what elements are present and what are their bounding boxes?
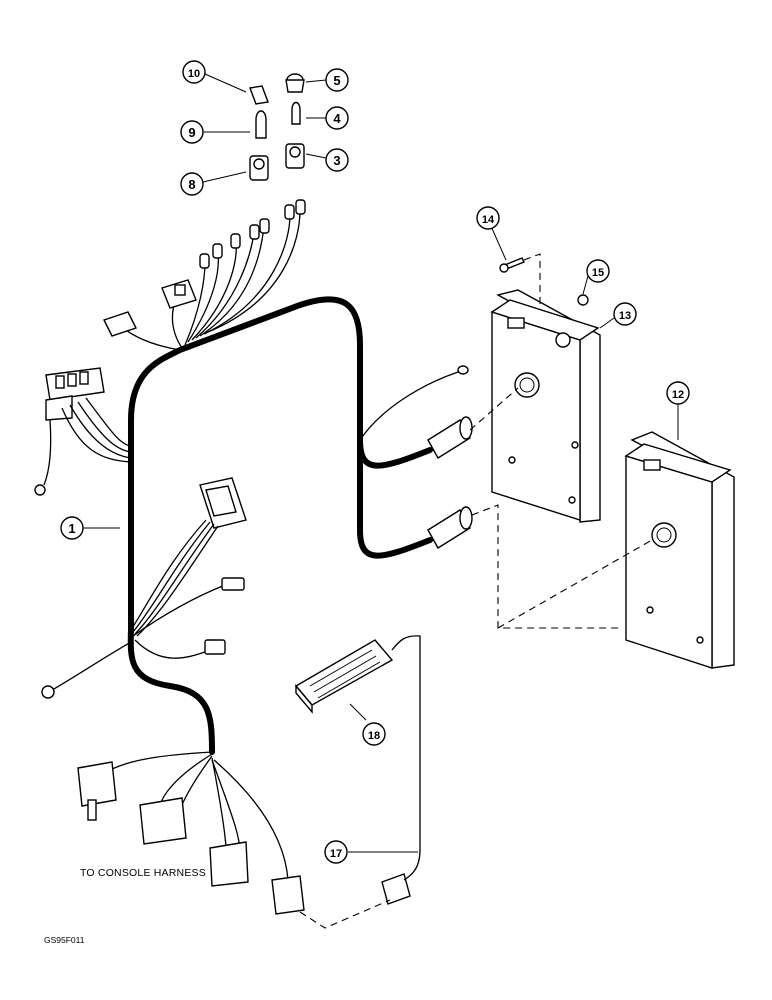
callout-9: 9 xyxy=(180,120,204,144)
branch-connectors xyxy=(41,577,245,699)
callout-14-number: 14 xyxy=(482,214,495,226)
mid-connector-block xyxy=(130,477,247,637)
control-module-13 xyxy=(490,289,601,523)
callout-13-number: 13 xyxy=(619,310,631,322)
callout-13: 13 xyxy=(613,302,637,326)
callout-3-number: 3 xyxy=(333,153,340,168)
callout-1-number: 1 xyxy=(68,521,75,536)
module-plug-upper xyxy=(359,365,519,459)
callout-8: 8 xyxy=(180,172,204,196)
screw-14 xyxy=(499,253,541,305)
callout-4-number: 4 xyxy=(333,111,341,126)
callout-10: 10 xyxy=(182,60,206,84)
callout-10-number: 10 xyxy=(188,68,200,80)
main-harness-lower-branch xyxy=(357,437,433,559)
nut-15 xyxy=(577,294,589,306)
callout-18-number: 18 xyxy=(368,730,380,742)
callout-3: 3 xyxy=(325,148,349,172)
lower-connector-fan xyxy=(77,751,305,915)
callout-18: 18 xyxy=(362,722,386,746)
callout-4: 4 xyxy=(325,106,349,130)
wire-terminals xyxy=(199,199,306,269)
callout-17-number: 17 xyxy=(330,848,342,860)
callout-17: 17 xyxy=(324,840,348,864)
callout-9-number: 9 xyxy=(188,125,195,140)
callout-12-number: 12 xyxy=(672,389,684,401)
callout-1: 1 xyxy=(60,516,84,540)
control-module-12 xyxy=(497,431,735,669)
upper-plug-connector xyxy=(161,279,197,309)
left-plug-connector xyxy=(103,311,137,337)
small-parts xyxy=(249,73,305,181)
callout-5-number: 5 xyxy=(333,73,340,88)
multi-pin-connector xyxy=(34,367,132,496)
callout-15: 15 xyxy=(586,259,610,283)
callout-5: 5 xyxy=(325,68,349,92)
figure-code: GS95F011 xyxy=(44,935,85,945)
callout-15-number: 15 xyxy=(592,267,604,279)
upper-wire-fan xyxy=(119,209,301,351)
callout-leaders xyxy=(83,73,679,853)
callout-14: 14 xyxy=(476,206,500,230)
callout-12: 12 xyxy=(666,381,690,405)
foot-pedal-18 xyxy=(294,635,421,929)
console-harness-label: TO CONSOLE HARNESS xyxy=(80,867,206,879)
callout-8-number: 8 xyxy=(188,177,195,192)
main-harness-trunk xyxy=(127,296,433,755)
module-plug-lower xyxy=(427,504,620,629)
